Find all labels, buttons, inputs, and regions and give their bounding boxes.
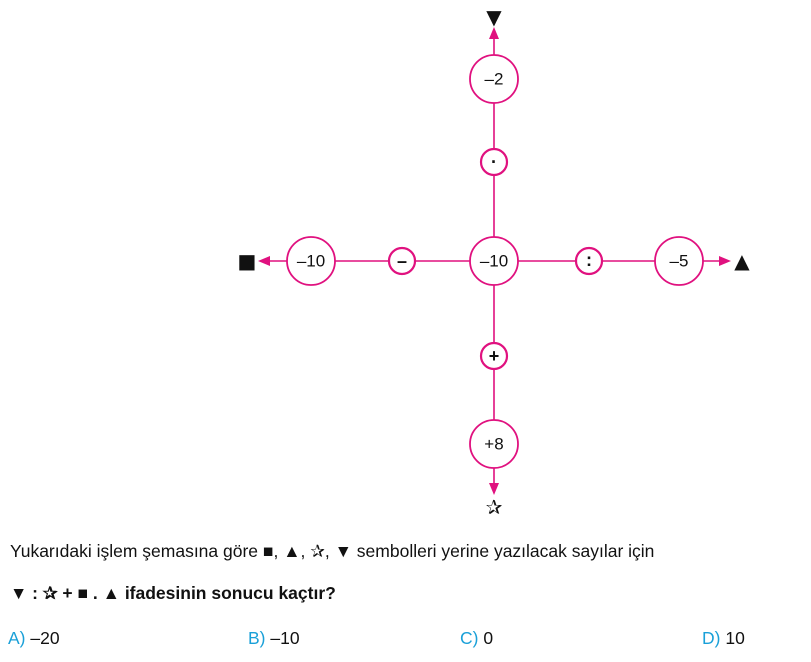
value-circle-center [469,236,519,286]
option-b-letter: B) [248,628,266,648]
value-center: –10 [480,252,508,271]
option-a-letter: A) [8,628,26,648]
op-circle-left [387,246,417,276]
op-circle-right [574,246,604,276]
symbol-right: ▲ [734,249,750,273]
value-circle-left [286,236,336,286]
symbol-top: ▼ [486,5,502,29]
symbol-bottom: ✰ [486,495,503,519]
op-circle-top [479,147,509,177]
option-c-value: 0 [483,628,494,648]
option-a-value: –20 [30,628,60,648]
arrow-up-head [489,27,499,39]
op-bottom-label: + [489,346,500,366]
value-right: –5 [670,252,689,271]
op-right-label: : [586,250,592,270]
option-b-value: –10 [270,628,300,648]
value-circle-bottom [469,419,519,469]
value-top: –2 [485,70,504,89]
operation-diagram: ▼ ▲ ✰ ■ · : + – –2 –10 –5 +8 –10 [238,5,751,519]
option-a[interactable]: A) –20 [8,628,60,649]
question-expression: ▼ : ✰ + ■ . ▲ ifadesinin sonucu kaçtır? [10,583,336,603]
value-bottom: +8 [484,435,503,454]
op-circle-bottom [479,341,509,371]
option-c-letter: C) [460,628,479,648]
op-top-label: · [491,152,497,172]
arrow-right-head [719,256,731,266]
value-left: –10 [297,252,325,271]
symbol-left: ■ [238,249,257,273]
option-b[interactable]: B) –10 [248,628,300,649]
option-d-letter: D) [702,628,721,648]
op-left-label: – [397,251,407,271]
value-circle-right [654,236,704,286]
option-d[interactable]: D) 10 [702,628,745,649]
question-text: Yukarıdaki işlem şemasına göre ■, ▲, ✰, … [10,541,655,561]
option-d-value: 10 [725,628,745,648]
arrow-left-head [258,256,270,266]
value-circle-top [469,54,519,104]
arrow-down-head [489,483,499,495]
option-c[interactable]: C) 0 [460,628,493,649]
